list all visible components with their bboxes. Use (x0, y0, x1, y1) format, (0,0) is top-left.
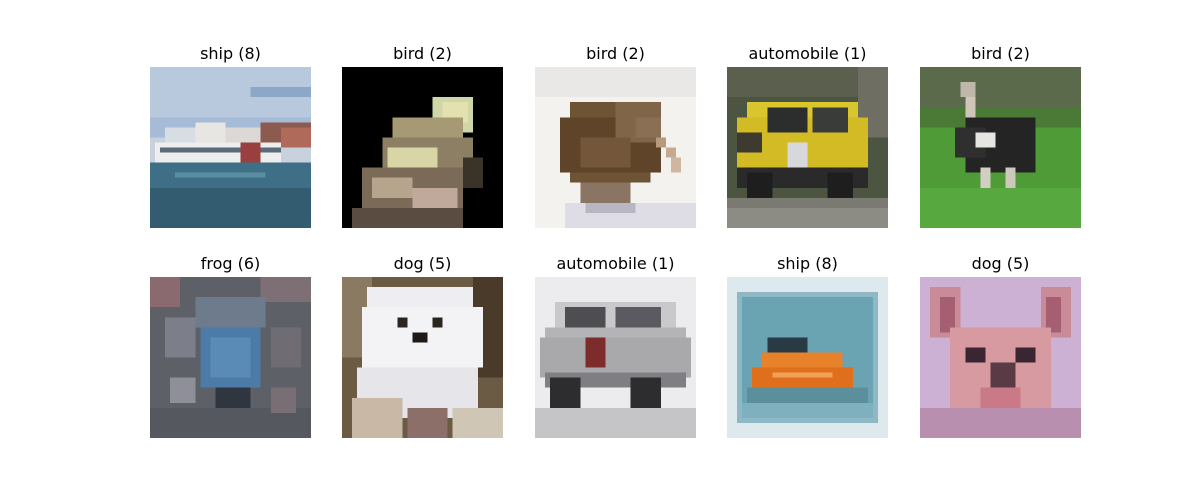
panel-title: bird (2) (971, 44, 1030, 63)
white-dog-image (342, 277, 503, 438)
panel-title: dog (5) (971, 254, 1030, 273)
silver-car-image-pixels (535, 277, 696, 438)
ship-image-pixels (150, 67, 311, 228)
frog-image-pixels (150, 277, 311, 438)
panel-title: automobile (1) (556, 254, 675, 273)
panel-title: frog (6) (200, 254, 261, 273)
ostrich-image (920, 67, 1081, 228)
taxi-image (727, 67, 888, 228)
boat-image (727, 277, 888, 438)
frog-image (150, 277, 311, 438)
bird-image (342, 67, 503, 228)
panel-title: automobile (1) (748, 44, 867, 63)
panel-title: ship (8) (200, 44, 261, 63)
panel-title: dog (5) (393, 254, 452, 273)
ship-image (150, 67, 311, 228)
kiwi-bird-image-pixels (535, 67, 696, 228)
taxi-image-pixels (727, 67, 888, 228)
kiwi-bird-image (535, 67, 696, 228)
boat-image-pixels (727, 277, 888, 438)
panel-title: ship (8) (777, 254, 838, 273)
white-dog-image-pixels (342, 277, 503, 438)
ostrich-image-pixels (920, 67, 1081, 228)
chihuahua-image-pixels (920, 277, 1081, 438)
chihuahua-image (920, 277, 1081, 438)
bird-image-pixels (342, 67, 503, 228)
panel-title: bird (2) (393, 44, 452, 63)
panel-title: bird (2) (586, 44, 645, 63)
silver-car-image (535, 277, 696, 438)
